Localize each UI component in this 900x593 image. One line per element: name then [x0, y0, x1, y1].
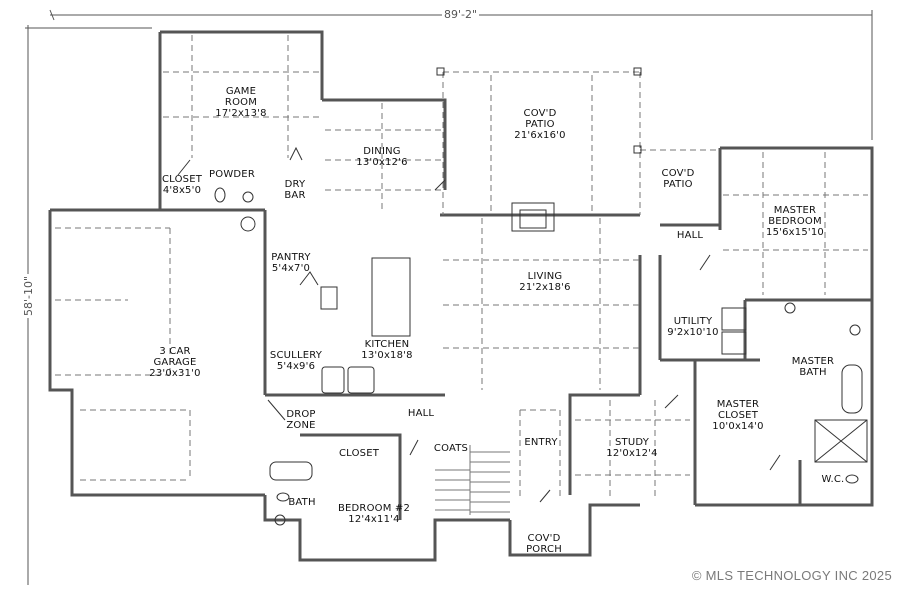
- room-entry: ENTRY: [524, 437, 558, 448]
- room-covd-patio-small: COV'D PATIO: [661, 168, 695, 190]
- room-hall-master: HALL: [676, 230, 704, 241]
- room-coats: COATS: [433, 443, 469, 454]
- room-drop-zone: DROP ZONE: [286, 409, 316, 431]
- room-living: LIVING 21'2x18'6: [519, 271, 571, 293]
- room-wc: W.C.: [821, 474, 845, 485]
- copyright-notice: © MLS TECHNOLOGY INC 2025: [691, 568, 892, 583]
- room-master-bath: MASTER BATH: [791, 356, 835, 378]
- room-master-bedroom: MASTER BEDROOM 15'6x15'10: [766, 205, 824, 238]
- room-closet-bed2: CLOSET: [338, 448, 380, 459]
- room-bath: BATH: [288, 497, 316, 508]
- room-master-closet: MASTER CLOSET 10'0x14'0: [712, 399, 764, 432]
- room-dry-bar: DRY BAR: [284, 179, 306, 201]
- room-dining: DINING 13'0x12'6: [356, 146, 408, 168]
- room-garage: 3 CAR GARAGE 23'0x31'0: [149, 346, 201, 379]
- room-game-room: GAME ROOM 17'2x13'8: [215, 86, 267, 119]
- room-closet: CLOSET 4'8x5'0: [161, 174, 203, 196]
- overall-depth-dimension: 58'-10": [22, 273, 35, 318]
- room-hall: HALL: [407, 408, 435, 419]
- room-bedroom-2: BEDROOM #2 12'4x11'4: [337, 503, 411, 525]
- room-powder: POWDER: [209, 169, 255, 180]
- room-covd-patio-main: COV'D PATIO 21'6x16'0: [514, 108, 566, 141]
- room-scullery: SCULLERY 5'4x9'6: [269, 350, 323, 372]
- room-pantry: PANTRY 5'4x7'0: [271, 252, 311, 274]
- room-utility: UTILITY 9'2x10'10: [667, 316, 719, 338]
- room-covd-porch: COV'D PORCH: [526, 533, 562, 555]
- room-study: STUDY 12'0x12'4: [606, 437, 658, 459]
- room-kitchen: KITCHEN 13'0x18'8: [361, 339, 413, 361]
- overall-width-dimension: 89'-2": [442, 8, 480, 21]
